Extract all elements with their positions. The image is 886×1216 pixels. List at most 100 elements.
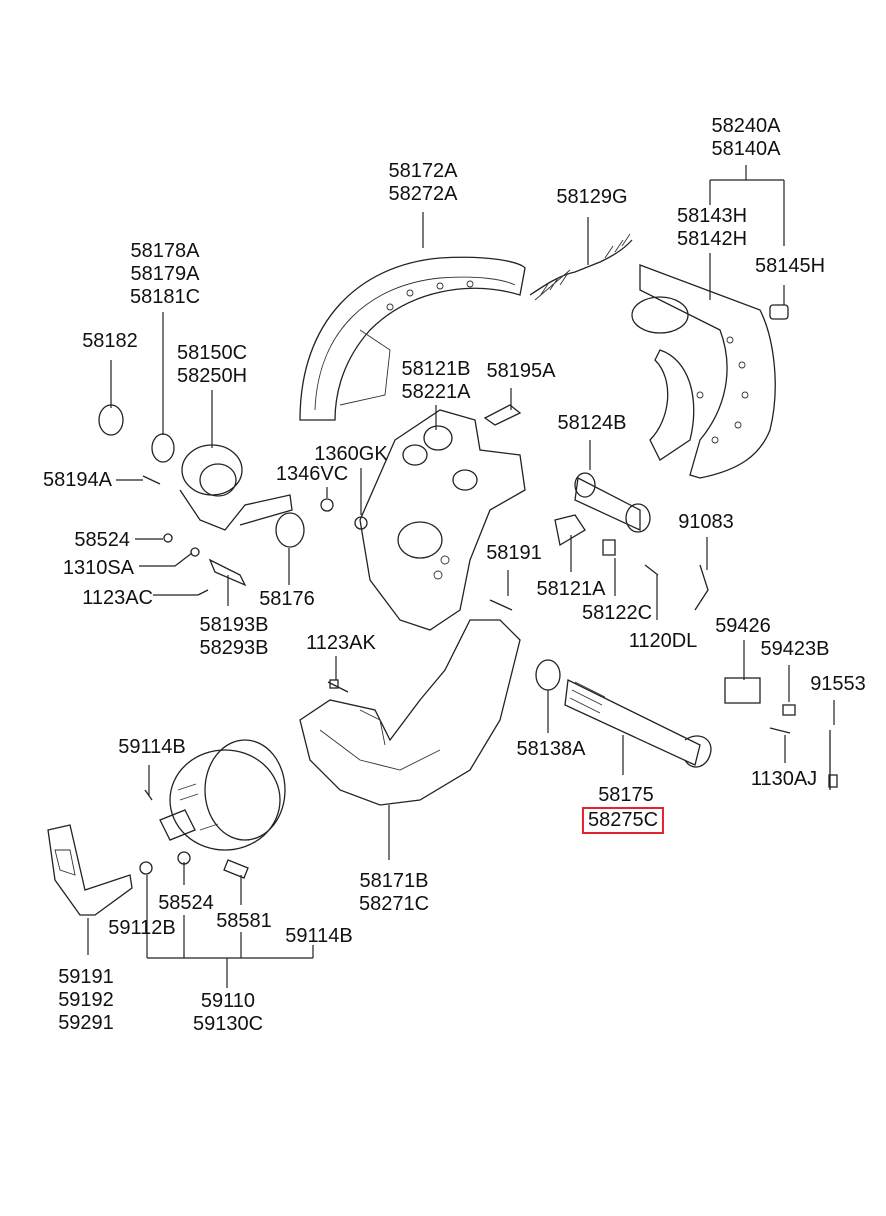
- part-number: 58271C: [358, 893, 430, 915]
- callout-59426: 59426: [715, 615, 771, 638]
- part-number: 58122C: [581, 602, 653, 624]
- callout-59423B: 59423B: [761, 638, 830, 661]
- part-number: 1360GK: [314, 443, 388, 465]
- part-number: 59114B: [285, 925, 353, 947]
- callout-1130AJ: 1130AJ: [751, 768, 817, 791]
- part-number: 58176: [259, 588, 315, 610]
- part-number: 58121B: [401, 358, 471, 380]
- part-number: 58250H: [176, 365, 248, 387]
- part-number: 58240A: [711, 115, 781, 137]
- callout-58138A: 58138A: [517, 738, 586, 761]
- callout-58524-upper: 58524: [74, 529, 130, 552]
- part-number: 58142H: [676, 228, 748, 250]
- brake-shoe-right: [631, 264, 776, 479]
- camshaft: [535, 659, 712, 768]
- callout-58194A: 58194A: [43, 469, 112, 492]
- highlighted-part-number[interactable]: 58275C: [581, 807, 665, 834]
- part-number: 58524: [158, 892, 214, 914]
- callout-58145H: 58145H: [755, 255, 825, 278]
- part-number: 59112B: [108, 917, 176, 939]
- part-number: 1346VC: [275, 463, 349, 485]
- part-number: 58129G: [556, 186, 628, 208]
- part-number: 58181C: [129, 286, 201, 308]
- anchor-pin: [769, 304, 789, 320]
- brake-shoe-upper-left: [299, 256, 526, 421]
- callout-58195A: 58195A: [487, 360, 556, 383]
- part-number: 1310SA: [62, 557, 134, 579]
- callout-58175: 58175 58275C: [581, 784, 665, 834]
- part-number: 58150C: [176, 342, 248, 364]
- callout-59191: 59191 59192 59291: [58, 966, 114, 1035]
- part-number: 58195A: [486, 360, 556, 382]
- part-number: 59114B: [118, 736, 186, 758]
- part-number: 58221A: [401, 381, 471, 403]
- callout-1360GK: 1360GK: [314, 443, 387, 466]
- leader-lines: [87, 165, 835, 988]
- part-number: 1123AK: [306, 632, 376, 654]
- part-number: 58140A: [711, 138, 781, 160]
- callout-59110: 59110 59130C: [193, 990, 263, 1036]
- part-number: 58191: [486, 542, 542, 564]
- part-number: 58138A: [516, 738, 586, 760]
- part-number: 91083: [678, 511, 734, 533]
- brake-chamber: [139, 739, 286, 879]
- callout-1310SA: 1310SA: [63, 557, 134, 580]
- callout-58150C: 58150C 58250H: [177, 342, 247, 388]
- part-number: 59291: [58, 1012, 114, 1034]
- callout-58124B: 58124B: [558, 412, 627, 435]
- callout-1123AK: 1123AK: [306, 632, 376, 655]
- callout-58143H: 58143H 58142H: [677, 205, 747, 251]
- part-number: 1123AC: [82, 587, 153, 609]
- part-number: 59191: [58, 966, 114, 988]
- callout-58193B: 58193B 58293B: [200, 614, 269, 660]
- callout-58524-lower: 58524: [158, 892, 214, 915]
- part-number: 58143H: [676, 205, 748, 227]
- callout-58171B: 58171B 58271C: [359, 870, 429, 916]
- part-number: 58124B: [557, 412, 627, 434]
- part-number: 58272A: [388, 183, 458, 205]
- part-number: 58193B: [199, 614, 269, 636]
- part-number: 1130AJ: [750, 768, 818, 790]
- shim-plate: [483, 404, 522, 426]
- part-number: 58581: [216, 910, 272, 932]
- small-parts-left: [98, 404, 368, 596]
- callout-59114B-bottom: 59114B: [285, 925, 352, 948]
- callout-91083: 91083: [678, 511, 734, 534]
- part-number: 58172A: [388, 160, 458, 182]
- part-number: 59426: [715, 615, 771, 637]
- part-number: 58171B: [359, 870, 429, 892]
- callout-59114B-top: 59114B: [118, 736, 185, 759]
- callout-58129G: 58129G: [556, 186, 627, 209]
- part-number: 59130C: [192, 1013, 264, 1035]
- part-number: 59192: [58, 989, 114, 1011]
- callout-58178A: 58178A 58179A 58181C: [130, 240, 200, 309]
- part-number: 58182: [82, 330, 138, 352]
- callout-1346VC: 1346VC: [276, 463, 348, 486]
- camshaft-bushing: [574, 472, 651, 533]
- part-number: 58121A: [536, 578, 606, 600]
- part-number: 1120DL: [628, 630, 698, 652]
- callout-58172A: 58172A 58272A: [389, 160, 458, 206]
- mounting-bracket: [47, 824, 133, 916]
- callout-58176: 58176: [259, 588, 315, 611]
- part-number: 58194A: [43, 469, 112, 491]
- part-number: 58178A: [130, 240, 200, 262]
- part-number: 58145H: [754, 255, 826, 277]
- callout-58121B: 58121B 58221A: [402, 358, 471, 404]
- return-spring: [529, 233, 633, 301]
- callout-1123AC: 1123AC: [82, 587, 153, 610]
- part-number: 59423B: [760, 638, 830, 660]
- part-number: 58293B: [199, 637, 269, 659]
- part-number: 59110: [200, 990, 256, 1012]
- callout-58121A: 58121A: [537, 578, 606, 601]
- part-number: 58179A: [130, 263, 200, 285]
- part-number: 58175: [598, 784, 654, 806]
- part-number: 91553: [810, 673, 866, 695]
- callout-58122C: 58122C: [582, 602, 652, 625]
- callout-58581: 58581: [216, 910, 272, 933]
- backing-plate: [359, 409, 526, 631]
- callout-1120DL: 1120DL: [629, 630, 698, 653]
- callout-58240A: 58240A 58140A: [712, 115, 781, 161]
